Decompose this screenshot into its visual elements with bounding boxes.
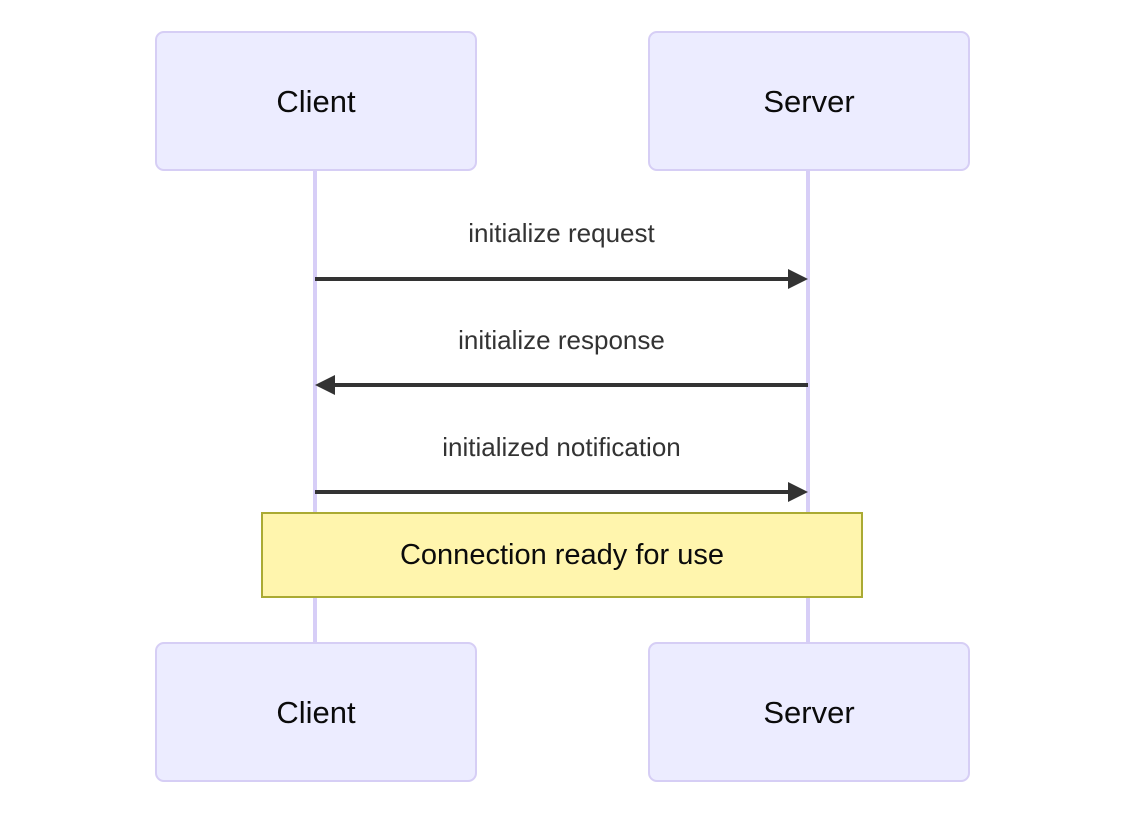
participant-label-server-bottom: Server (763, 694, 855, 730)
participant-label-client-top: Client (276, 83, 356, 119)
participant-box-server-top[interactable]: Server (648, 31, 970, 171)
lifeline-server (806, 171, 810, 642)
participant-box-client-top[interactable]: Client (155, 31, 477, 171)
message-label-initialized-notification: initialized notification (442, 432, 681, 462)
participant-label-server-top: Server (763, 83, 855, 119)
message-label-initialize-request: initialize request (468, 218, 655, 248)
note-label-connection-ready: Connection ready for use (399, 538, 725, 571)
message-line-initialize-request (315, 277, 792, 281)
message-label-initialize-response: initialize response (458, 325, 665, 355)
arrowhead-right-icon (788, 269, 808, 289)
message-line-initialized-notification (315, 490, 792, 494)
arrowhead-right-icon (788, 482, 808, 502)
participant-box-client-bottom[interactable]: Client (155, 642, 477, 782)
note-connection-ready[interactable]: Connection ready for use (261, 512, 863, 598)
lifeline-client (313, 171, 317, 642)
participant-label-client-bottom: Client (276, 694, 356, 730)
message-line-initialize-response (331, 383, 808, 387)
participant-box-server-bottom[interactable]: Server (648, 642, 970, 782)
arrowhead-left-icon (315, 375, 335, 395)
